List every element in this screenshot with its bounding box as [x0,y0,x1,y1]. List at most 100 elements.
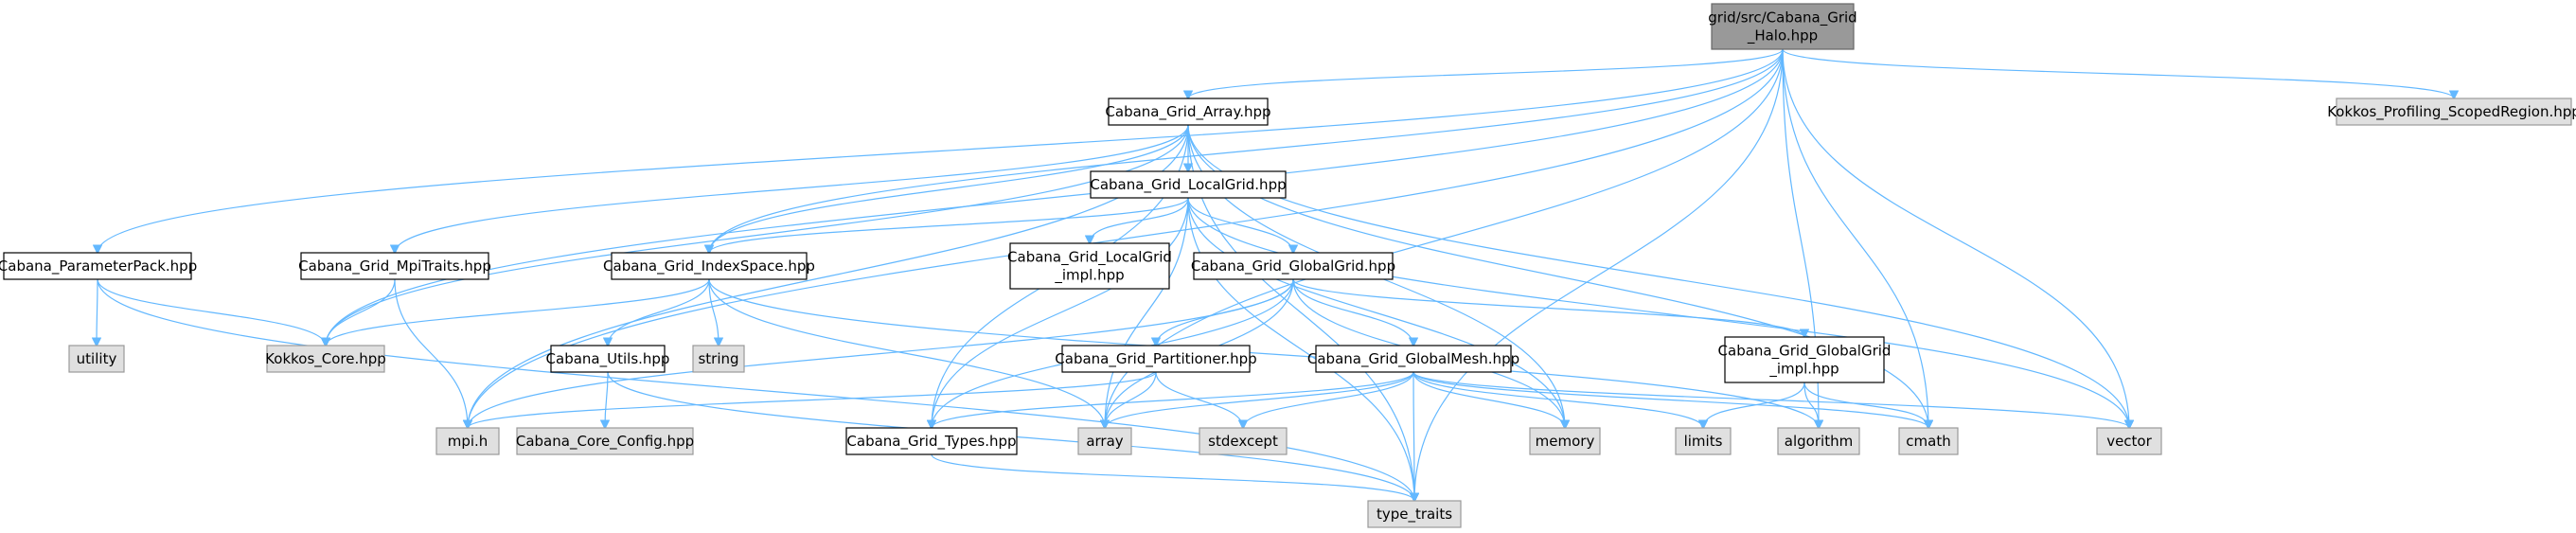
node-label: stdexcept [1208,433,1278,450]
node-box [516,427,694,455]
node-label: Kokkos_Core.hpp [265,350,386,368]
edge-localgrid-to-localgrid_impl [1090,197,1189,243]
node-label: utility [77,350,117,367]
edge-mpitraits-to-mpi_h [394,278,468,428]
node-label: memory [1536,433,1595,450]
edge-param_pack-to-kokkos_core [97,278,326,346]
node-mpi-h: mpi.h [435,427,500,455]
edge-array_hpp-to-kokkos_core [326,124,1189,346]
node-array-hpp[interactable]: Cabana_Grid_Array.hpp [1105,98,1271,126]
node-box [2336,98,2572,126]
node-label: _impl.hpp [1768,361,1839,379]
edge-halo-to-array_hpp [1188,48,1784,98]
node-utility: utility [68,345,125,373]
edge-indexspace-to-utils [608,278,710,346]
edge-globalgrid-to-globalmesh [1292,278,1413,346]
edge-indexspace-to-string [708,278,719,346]
node-box [2096,427,2162,455]
edge-param_pack-to-type_traits [97,278,1414,501]
node-box [1077,427,1132,455]
node-utils[interactable]: Cabana_Utils.hpp [546,345,670,373]
node-cmath: cmath [1898,427,1959,455]
node-mpitraits[interactable]: Cabana_Grid_MpiTraits.hpp [298,252,491,280]
node-label: array [1086,433,1123,450]
node-label: Cabana_Grid_MpiTraits.hpp [298,258,491,275]
node-label: _impl.hpp [1054,267,1124,285]
node-param-pack[interactable]: Cabana_ParameterPack.hpp [0,252,197,280]
node-box [550,345,666,373]
edge-localgrid-to-memory [1187,197,1565,428]
edge-halo-to-cmath [1782,48,1928,428]
node-type-traits: type_traits [1367,500,1462,528]
node-label: algorithm [1785,433,1853,450]
node-label: cmath [1906,433,1950,450]
edge-halo-to-type_traits [1414,48,1784,501]
node-box [1724,336,1885,383]
node-label: limits [1684,433,1723,450]
node-label: _Halo.hpp [1747,27,1818,45]
node-box [300,252,489,280]
edge-globalmesh-to-array [1105,371,1414,428]
node-label: Cabana_ParameterPack.hpp [0,258,197,275]
node-label: Cabana_Grid_Partitioner.hpp [1055,350,1256,368]
node-label: Cabana_Grid_GlobalMesh.hpp [1307,350,1519,368]
node-box [845,427,1018,455]
node-box [1675,427,1732,455]
edge-indexspace-to-kokkos_core [326,278,710,346]
edge-param_pack-to-utility [97,278,98,346]
node-box [611,252,808,280]
node-localgrid-impl[interactable]: Cabana_Grid_LocalGrid_impl.hpp [1007,242,1172,290]
nodes-layer: grid/src/Cabana_Grid_Halo.hppCabana_Grid… [0,3,2576,528]
node-box [1529,427,1601,455]
edge-partitioner-to-stdexcept [1155,371,1243,428]
node-label: Cabana_Utils.hpp [546,350,670,368]
node-box [1777,427,1860,455]
node-limits: limits [1675,427,1732,455]
edge-array_hpp-to-indexspace [709,124,1189,253]
node-types[interactable]: Cabana_Grid_Types.hpp [845,427,1018,455]
node-globalmesh[interactable]: Cabana_Grid_GlobalMesh.hpp [1307,345,1519,373]
edge-globalgrid_impl-to-cmath [1803,382,1928,428]
node-box [1061,345,1251,373]
node-string: string [692,345,745,373]
edge-halo-to-param_pack [98,48,1784,253]
node-box [1009,242,1170,290]
node-box [1193,252,1394,280]
edge-localgrid-to-types [932,197,1189,428]
node-globalgrid[interactable]: Cabana_Grid_GlobalGrid.hpp [1191,252,1395,280]
node-box [1315,345,1512,373]
edge-types-to-type_traits [931,453,1414,501]
edge-halo-to-mpi_h [468,48,1784,428]
edge-utils-to-core_config [605,371,608,428]
node-box [1090,170,1287,199]
node-box [68,345,125,373]
edge-halo-to-indexspace [709,48,1784,253]
node-label: string [698,350,738,367]
edge-partitioner-to-mpi_h [468,371,1157,428]
node-halo[interactable]: grid/src/Cabana_Grid_Halo.hpp [1708,3,1857,50]
node-box [1898,427,1959,455]
node-label: Kokkos_Profiling_ScopedRegion.hpp [2327,103,2576,121]
edge-globalmesh-to-stdexcept [1243,371,1414,428]
node-partitioner[interactable]: Cabana_Grid_Partitioner.hpp [1055,345,1257,373]
node-box [1367,500,1462,528]
edge-globalmesh-to-vector [1412,371,2129,428]
edge-globalmesh-to-type_traits [1413,371,1414,501]
node-vector: vector [2096,427,2162,455]
node-box [1108,98,1269,126]
node-box [435,427,500,455]
node-indexspace[interactable]: Cabana_Grid_IndexSpace.hpp [603,252,815,280]
edge-indexspace-to-array [708,278,1105,428]
node-label: Cabana_Core_Config.hpp [516,433,694,451]
node-label: type_traits [1377,506,1452,524]
node-localgrid[interactable]: Cabana_Grid_LocalGrid.hpp [1090,170,1287,199]
edge-globalgrid_impl-to-limits [1703,382,1805,428]
node-array: array [1077,427,1132,455]
node-label: grid/src/Cabana_Grid [1708,9,1856,27]
node-box [1711,3,1855,50]
edge-globalgrid-to-globalgrid_impl [1292,278,1804,337]
node-globalgrid-impl[interactable]: Cabana_Grid_GlobalGrid_impl.hpp [1718,336,1892,383]
node-algorithm: algorithm [1777,427,1860,455]
node-label: vector [2106,433,2152,450]
